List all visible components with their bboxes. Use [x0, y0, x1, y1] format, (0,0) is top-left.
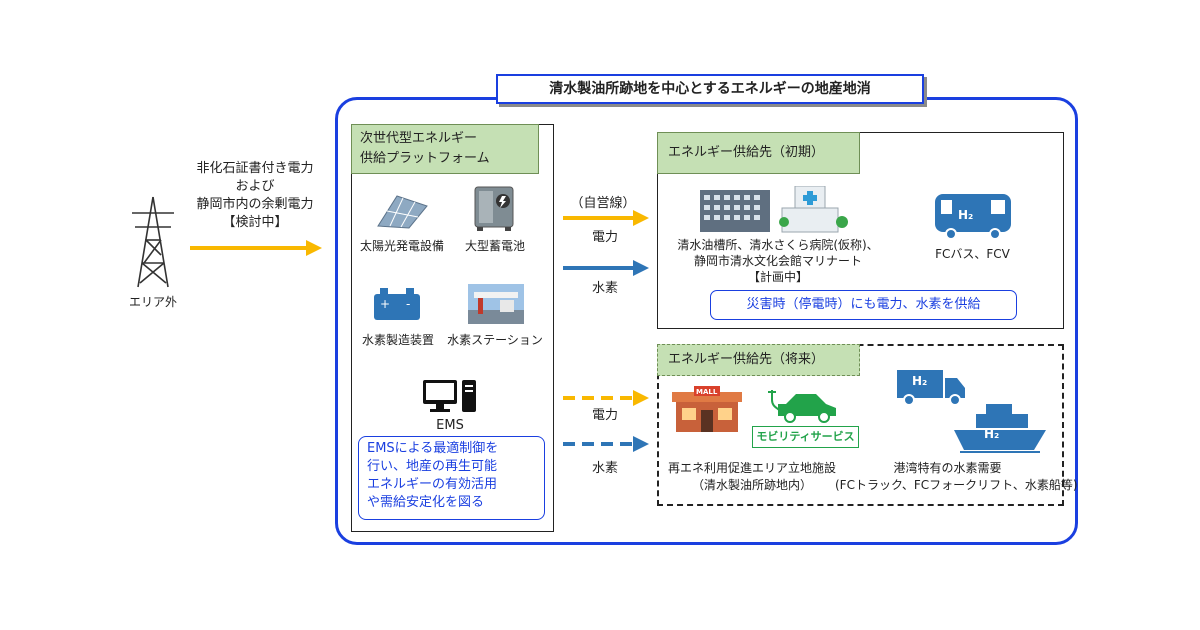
ev-car-icon	[768, 390, 836, 423]
bus-h2-label: H₂	[958, 208, 974, 222]
external-line-2: および	[235, 179, 275, 194]
external-line-1: 非化石証書付き電力	[196, 161, 314, 176]
power-arrow-initial	[563, 210, 649, 226]
ems-label: EMS	[436, 418, 464, 433]
hydrogen-label-future: 水素	[591, 461, 618, 476]
initial-facilities-text: 清水油槽所、清水さくら病院(仮称)、 静岡市清水文化会館マリナート 【計画中】	[668, 237, 888, 285]
platform-box	[351, 124, 554, 532]
power-label-future: 電力	[591, 408, 618, 423]
truck-h2-label: H₂	[912, 374, 928, 388]
ems-desc-line-2: 行い、地産の再生可能	[367, 459, 498, 474]
fc-truck-icon	[897, 370, 965, 406]
fc-bus-icon	[935, 194, 1011, 240]
external-line-3: 静岡市内の余剰電力	[196, 197, 314, 212]
mall-sign: MALL	[696, 388, 718, 396]
initial-facilities-line-3: 【計画中】	[747, 270, 808, 284]
initial-facilities-line-1: 清水油槽所、清水さくら病院(仮称)、	[677, 238, 879, 252]
hydrogen-ship-icon	[954, 404, 1046, 453]
platform-item-h2-production: 水素製造装置	[361, 333, 434, 347]
supply-future-header: エネルギー供給先（将来）	[657, 344, 860, 376]
diagram-title: 清水製油所跡地を中心とするエネルギーの地産地消	[496, 74, 924, 104]
external-line-4: 【検討中】	[222, 215, 288, 230]
hydrogen-label-initial: 水素	[591, 281, 618, 296]
platform-item-battery: 大型蓄電池	[464, 239, 525, 253]
self-line-note: （自営線）	[570, 196, 636, 211]
platform-item-h2-station: 水素ステーション	[447, 333, 543, 347]
hydrogen-station-icon	[468, 284, 524, 324]
platform-header-line-2: 供給プラットフォーム	[360, 151, 490, 166]
external-power-text: 非化石証書付き電力 および 静岡市内の余剰電力 【検討中】	[180, 160, 330, 232]
supply-initial-box	[657, 132, 1064, 329]
power-label-initial: 電力	[591, 230, 618, 245]
ems-computer-icon	[423, 380, 476, 412]
supply-initial-header: エネルギー供給先（初期）	[657, 132, 860, 174]
ems-desc-line-4: や需給安定化を図る	[367, 495, 485, 510]
power-arrow-future	[563, 390, 649, 406]
hydrogen-production-icon: + -	[374, 288, 420, 320]
tower-label: エリア外	[128, 295, 177, 309]
platform-header-line-1: 次世代型エネルギー	[360, 131, 478, 146]
future-left-line-1: 再エネ利用促進エリア立地施設	[667, 461, 836, 475]
platform-header: 次世代型エネルギー 供給プラットフォーム	[351, 124, 539, 174]
hydrogen-arrow-initial	[563, 260, 649, 276]
hydrogen-arrow-future	[563, 436, 649, 452]
disaster-supply-note: 災害時（停電時）にも電力、水素を供給	[710, 290, 1017, 320]
future-right-line-2: (FCトラック、FCフォークリフト、水素船等)	[835, 478, 1078, 492]
ems-description: EMSによる最適制御を 行い、地産の再生可能 エネルギーの有効活用 や需給安定化…	[358, 436, 545, 520]
initial-facilities-line-2: 静岡市清水文化会館マリナート	[693, 254, 862, 268]
svg-text:-: -	[406, 297, 410, 311]
supply-future-box	[657, 344, 1064, 506]
facility-buildings-icon	[700, 186, 848, 233]
external-power-arrow	[190, 240, 322, 256]
future-right-line-1: 港湾特有の水素需要	[893, 461, 1002, 475]
fc-vehicles-label: FCバス、FCV	[935, 247, 1010, 261]
ems-desc-line-1: EMSによる最適制御を	[367, 441, 499, 456]
mall-icon	[672, 386, 742, 432]
transmission-tower-icon	[132, 196, 174, 288]
platform-item-solar: 太陽光発電設備	[359, 239, 444, 253]
future-left-text: 再エネ利用促進エリア立地施設 （清水製油所跡地内）	[662, 460, 842, 494]
mobility-service-badge: モビリティサービス	[752, 426, 859, 448]
ship-h2-label: H₂	[984, 427, 1000, 441]
future-right-text: 港湾特有の水素需要 (FCトラック、FCフォークリフト、水素船等)	[835, 460, 1078, 494]
battery-storage-icon	[474, 186, 514, 231]
ems-desc-line-3: エネルギーの有効活用	[367, 477, 498, 492]
future-left-line-2: （清水製油所跡地内）	[691, 478, 812, 492]
solar-panel-icon	[377, 195, 428, 229]
svg-text:+: +	[380, 297, 390, 311]
